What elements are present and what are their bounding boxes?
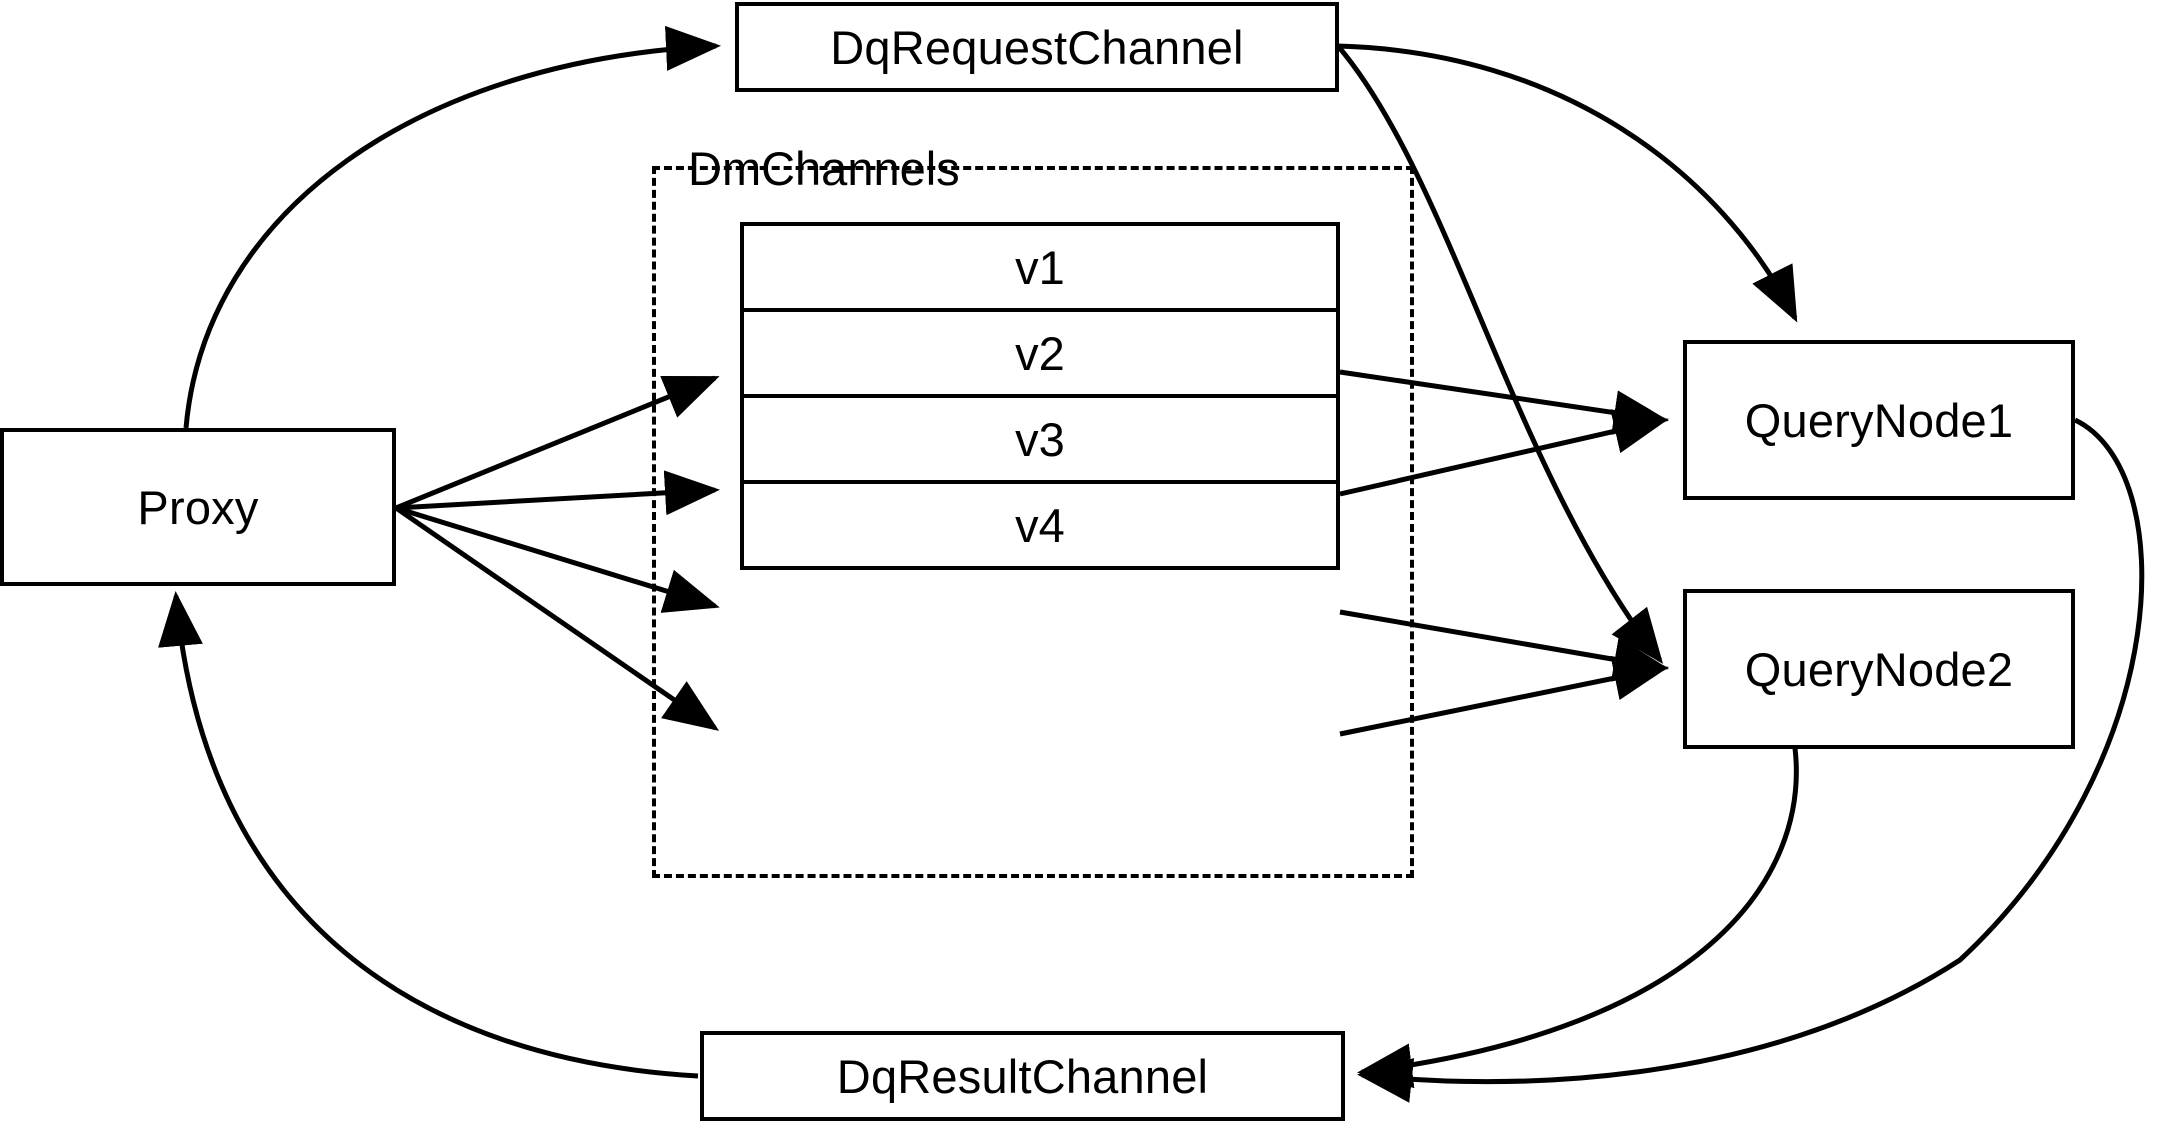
node-dq-request-channel[interactable]: DqRequestChannel [735, 2, 1339, 92]
dm-channel-row-v4[interactable]: v4 [744, 484, 1336, 566]
edge-querynode1-to-dqresultchannel [1357, 417, 2145, 1103]
dm-channel-row-v2[interactable]: v2 [744, 312, 1336, 398]
dm-channels-table: v1 v2 v3 v4 [740, 222, 1340, 570]
dm-channel-row-v3[interactable]: v3 [744, 398, 1336, 484]
node-proxy[interactable]: Proxy [0, 428, 396, 586]
dm-channel-row-v1[interactable]: v1 [744, 226, 1336, 312]
edge-querynode2-to-dqresultchannel [1357, 747, 1799, 1089]
edge-proxy-to-dqrequestchannel [183, 25, 721, 429]
node-dq-result-channel[interactable]: DqResultChannel [700, 1031, 1345, 1121]
node-query-node-2[interactable]: QueryNode2 [1683, 589, 2075, 749]
dm-channels-group-label: DmChannels [688, 142, 960, 195]
node-query-node-1[interactable]: QueryNode1 [1683, 340, 2075, 500]
edge-dqresultchannel-to-proxy [158, 591, 699, 1079]
